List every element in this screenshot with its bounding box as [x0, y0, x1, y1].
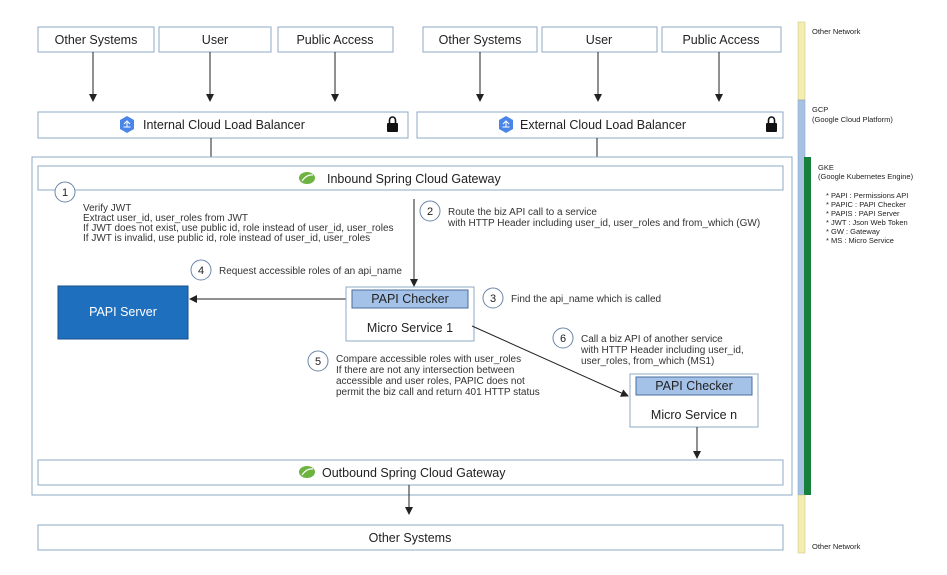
external-load-balancer-box — [416, 111, 784, 139]
step-2-circle — [419, 200, 441, 222]
step-2-number: 2 — [427, 206, 433, 218]
step-6-circle — [552, 327, 574, 349]
band-other-network-bottom — [797, 494, 806, 554]
spring-leaf-icon — [299, 172, 315, 184]
step-1-text-line: Verify JWT — [83, 203, 131, 214]
papi-checker-1-box — [351, 289, 469, 309]
spring-leaf-icon — [299, 466, 315, 478]
side-gke-title: GKE — [818, 163, 834, 172]
micro-service-1-label: Micro Service 1 — [367, 321, 453, 335]
outbound-gateway-box — [37, 459, 784, 486]
step-5-text-line: accessible and user roles, PAPIC does no… — [336, 376, 525, 387]
band-gke — [804, 157, 811, 495]
step-6-text-line: user_roles, from_which (MS1) — [581, 356, 714, 367]
arrow-ms1-to-msn — [471, 325, 629, 397]
top-right-user-box — [541, 26, 658, 53]
papi-server-box — [57, 285, 189, 340]
step-5-text-line: permit the biz call and return 401 HTTP … — [336, 387, 540, 398]
legend-item: * PAPIS : PAPI Server — [826, 209, 900, 218]
step-1-circle — [54, 181, 76, 203]
legend: * PAPI : Permissions API * PAPIC : PAPI … — [826, 191, 908, 245]
step-5-text-line: Compare accessible roles with user_roles — [336, 354, 521, 365]
step-2-text-line: Route the biz API call to a service — [448, 207, 597, 218]
other-systems-bottom-label: Other Systems — [369, 531, 452, 545]
top-left-user-label: User — [202, 33, 228, 47]
top-right-public-access-label: Public Access — [682, 33, 759, 47]
lock-icon — [766, 116, 777, 132]
top-left-public-access-label: Public Access — [296, 33, 373, 47]
lock-icon — [387, 116, 398, 132]
top-right-other-systems-box — [422, 26, 538, 53]
band-gcp — [797, 99, 806, 496]
load-balancer-icon — [120, 116, 134, 133]
papi-checker-n-box — [635, 376, 753, 396]
papi-checker-1-label: PAPI Checker — [371, 292, 449, 306]
legend-item: * JWT : Json Web Token — [826, 218, 908, 227]
legend-item: * MS : Micro Service — [826, 236, 894, 245]
step-1-text-line: Extract user_id, user_roles from JWT — [83, 213, 248, 224]
external-load-balancer-label: External Cloud Load Balancer — [520, 118, 686, 132]
legend-item: * PAPI : Permissions API — [826, 191, 908, 200]
step-6-number: 6 — [560, 333, 566, 345]
step-1-text-line: If JWT does not exist, use public id, ro… — [83, 223, 394, 234]
step-4-circle — [190, 259, 212, 281]
step-2-text-line: with HTTP Header including user_id, user… — [447, 218, 760, 229]
side-other-network-bottom: Other Network — [812, 542, 861, 551]
side-gcp-title: GCP — [812, 105, 828, 114]
legend-item: * PAPIC : PAPI Checker — [826, 200, 906, 209]
outbound-gateway-label: Outbound Spring Cloud Gateway — [322, 466, 506, 480]
inbound-gateway-box — [37, 165, 784, 191]
step-3-circle — [482, 287, 504, 309]
legend-item: * GW : Gateway — [826, 227, 880, 236]
step-3-number: 3 — [490, 293, 496, 305]
internal-load-balancer-label: Internal Cloud Load Balancer — [143, 118, 305, 132]
step-4-text-line: Request accessible roles of an api_name — [219, 266, 402, 277]
step-1-number: 1 — [62, 187, 68, 199]
other-systems-bottom-box — [37, 524, 784, 551]
step-3-text-line: Find the api_name which is called — [511, 294, 661, 305]
step-5-number: 5 — [315, 356, 321, 368]
top-right-user-label: User — [586, 33, 612, 47]
step-6-text-line: with HTTP Header including user_id, — [580, 345, 744, 356]
step-1-text-line: If JWT is invalid, use public id, role i… — [83, 233, 370, 244]
internal-load-balancer-box — [37, 111, 409, 139]
band-other-network-top — [797, 21, 806, 101]
step-6-text-line: Call a biz API of another service — [581, 334, 723, 345]
inbound-gateway-label: Inbound Spring Cloud Gateway — [327, 172, 501, 186]
step-5-text-line: If there are not any intersection betwee… — [336, 365, 514, 376]
side-other-network-top: Other Network — [812, 27, 861, 36]
side-gcp-subtitle: (Google Cloud Platform) — [812, 115, 893, 124]
step-5-circle — [307, 350, 329, 372]
step-4-number: 4 — [198, 265, 204, 277]
load-balancer-icon — [499, 116, 513, 133]
top-left-other-systems-box — [37, 26, 155, 53]
papi-server-label: PAPI Server — [89, 305, 157, 319]
side-gke-subtitle: (Google Kubernetes Engine) — [818, 172, 914, 181]
top-left-other-systems-label: Other Systems — [55, 33, 138, 47]
top-left-user-box — [158, 26, 272, 53]
top-right-public-access-box — [661, 26, 782, 53]
micro-service-n-label: Micro Service n — [651, 408, 737, 422]
top-right-other-systems-label: Other Systems — [439, 33, 522, 47]
papi-checker-n-label: PAPI Checker — [655, 379, 733, 393]
